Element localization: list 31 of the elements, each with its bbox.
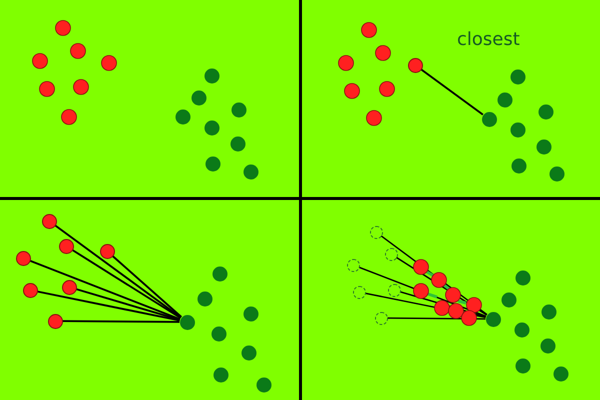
data-point (42, 214, 56, 228)
data-point (58, 238, 74, 254)
hollow-data-point (352, 286, 366, 298)
connector-line (358, 266, 486, 317)
data-point (486, 312, 500, 326)
connector-line (37, 290, 180, 322)
hollow-data-point (374, 312, 388, 324)
connector-line (72, 249, 182, 319)
connector-line (30, 260, 180, 320)
data-point (180, 314, 194, 330)
hollow-data-point (346, 258, 360, 272)
data-point (408, 58, 422, 72)
data-point (100, 244, 114, 258)
hollow-data-point (384, 248, 398, 260)
hollow-data-point (370, 226, 382, 238)
connector-line (76, 288, 180, 321)
connector-line (62, 320, 180, 323)
data-point (16, 250, 30, 266)
connector-line (54, 224, 182, 318)
data-point (62, 280, 76, 294)
connector-line (112, 255, 182, 318)
data-point (22, 282, 38, 298)
connector-line (396, 256, 488, 316)
annotation-label: closest (457, 31, 520, 49)
connector-line (400, 291, 486, 318)
data-point (48, 314, 62, 328)
connector-line (380, 235, 488, 316)
connector-line (420, 68, 484, 116)
connector-line (388, 317, 486, 320)
hollow-data-point (388, 284, 400, 296)
data-point (482, 112, 496, 126)
